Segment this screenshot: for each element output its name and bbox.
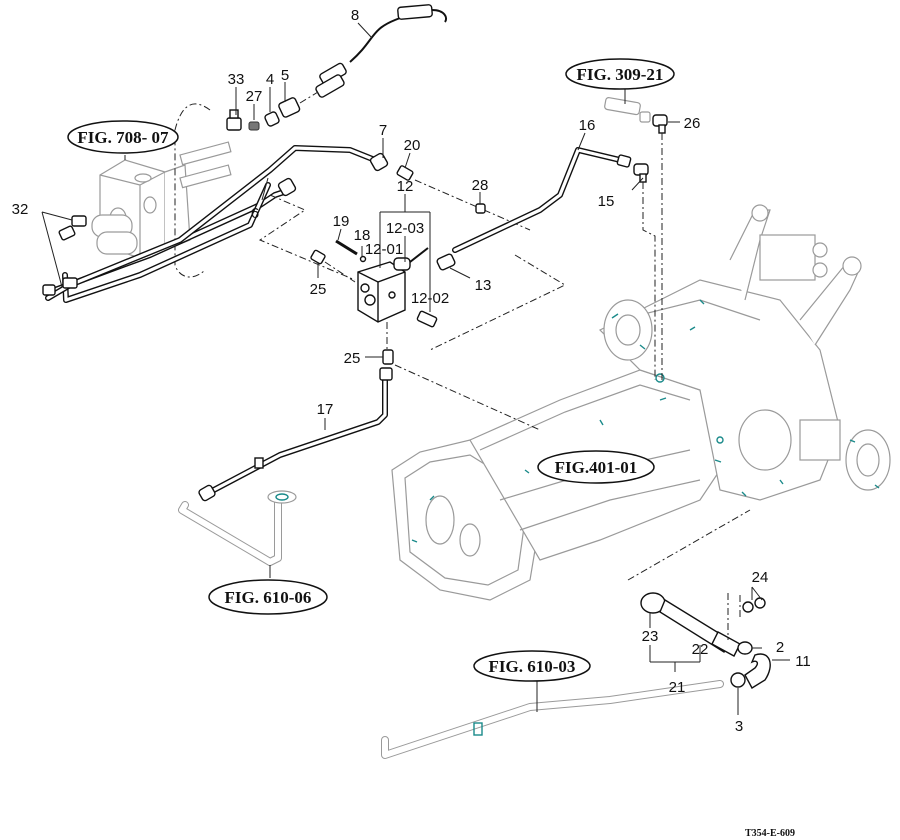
part-label-19[interactable]: 19	[333, 213, 350, 230]
leader-block-to-housing	[394, 364, 541, 431]
part-label-32[interactable]: 32	[12, 201, 29, 218]
part-label-3[interactable]: 3	[735, 718, 743, 735]
leader-block-housing	[258, 194, 356, 281]
fig-ref-610-03-label: FIG. 610-03	[489, 657, 576, 676]
connector-5[interactable]	[278, 97, 301, 118]
part-label-6[interactable]: 6	[251, 205, 259, 222]
part-label-12-01[interactable]: 12-01	[365, 241, 403, 258]
part-label-4[interactable]: 4	[266, 71, 274, 88]
part-number-labels: 8 33 27 4 5 7 20 6 32 12 12-03 12-01 12-…	[12, 7, 811, 735]
fig-ref-610-06-label: FIG. 610-06	[225, 588, 312, 607]
part-label-27[interactable]: 27	[246, 88, 263, 105]
ghost-pipe-610-06[interactable]	[178, 490, 297, 566]
part-label-12[interactable]: 12	[397, 178, 414, 195]
pipe-16[interactable]	[452, 147, 632, 253]
part-label-22[interactable]: 22	[692, 641, 709, 658]
suction-pipe-22[interactable]	[659, 598, 741, 657]
fig-ref-309-21-label: FIG. 309-21	[577, 65, 664, 84]
poppet-4[interactable]	[264, 111, 280, 127]
leader-hose8-to-fitting5	[299, 91, 319, 104]
part-label-12-02[interactable]: 12-02	[411, 290, 449, 307]
part-label-33[interactable]: 33	[228, 71, 245, 88]
drawing-code: T354-E-609	[745, 828, 795, 839]
fig-ref-401-01[interactable]: FIG.401-01	[537, 450, 655, 484]
fitting-25-upper[interactable]	[310, 249, 326, 265]
transmission-housing[interactable]	[391, 204, 891, 601]
part-label-5[interactable]: 5	[281, 67, 289, 84]
fitting-20[interactable]	[396, 165, 414, 181]
part-label-20[interactable]: 20	[404, 137, 421, 154]
fitting-25-lower[interactable]	[382, 349, 394, 365]
fig-ref-708-07[interactable]: FIG. 708- 07	[67, 120, 179, 154]
pipe-17[interactable]	[198, 367, 393, 502]
hose-clamp-3[interactable]	[730, 672, 746, 688]
part-label-18[interactable]: 18	[354, 227, 371, 244]
leader-24-pipe	[727, 593, 741, 640]
part-label-7[interactable]: 7	[379, 122, 387, 139]
washer-18[interactable]	[359, 255, 367, 263]
part-label-11[interactable]: 11	[795, 653, 811, 670]
hose-11[interactable]	[744, 653, 771, 689]
elbow-15[interactable]	[633, 163, 649, 183]
fitting-32[interactable]	[42, 215, 87, 296]
connector-13[interactable]	[436, 253, 456, 271]
part-label-15[interactable]: 15	[598, 193, 615, 210]
elbow-26[interactable]	[652, 114, 668, 134]
leader-25-block	[324, 261, 356, 283]
part-label-26[interactable]: 26	[684, 115, 701, 132]
fig-ref-610-03[interactable]: FIG. 610-03	[473, 650, 591, 682]
bolt-28[interactable]	[475, 203, 486, 214]
part-label-2[interactable]: 2	[776, 639, 784, 656]
spring-27[interactable]	[248, 121, 260, 131]
leader-20-to-13	[414, 179, 531, 231]
part-label-24[interactable]: 24	[752, 569, 769, 586]
control-valve[interactable]	[91, 103, 232, 278]
part-label-16[interactable]: 16	[579, 117, 596, 134]
part-label-25-upper[interactable]: 25	[310, 281, 327, 298]
fig-ref-401-01-label: FIG.401-01	[555, 458, 638, 477]
part-label-28[interactable]: 28	[472, 177, 489, 194]
part-label-8[interactable]: 8	[351, 7, 359, 24]
part-label-17[interactable]: 17	[317, 401, 334, 418]
fig-309-21-part[interactable]	[604, 97, 651, 123]
hose-clamp-2[interactable]	[737, 641, 753, 655]
part-label-23[interactable]: 23	[642, 628, 659, 645]
bolts-24[interactable]	[742, 597, 766, 613]
part-label-21[interactable]: 21	[669, 679, 686, 696]
hose-8[interactable]	[315, 4, 448, 99]
fig-ref-708-07-label: FIG. 708- 07	[77, 128, 169, 147]
part-label-12-03[interactable]: 12-03	[386, 220, 424, 237]
fig-ref-309-21[interactable]: FIG. 309-21	[565, 58, 675, 90]
fitting-12-02[interactable]	[416, 310, 438, 328]
leader-suction-housing	[627, 509, 751, 581]
part-label-25-lower[interactable]: 25	[344, 350, 361, 367]
part-label-13[interactable]: 13	[475, 277, 492, 294]
fig-ref-610-06[interactable]: FIG. 610-06	[208, 579, 328, 615]
valve-block-12[interactable]	[357, 247, 429, 323]
elbow-33[interactable]	[226, 109, 242, 131]
leader-13-housing	[429, 254, 567, 351]
bolt-19[interactable]	[335, 239, 358, 256]
leader-lines	[41, 22, 790, 715]
ghost-pipe-610-03[interactable]	[381, 680, 724, 759]
